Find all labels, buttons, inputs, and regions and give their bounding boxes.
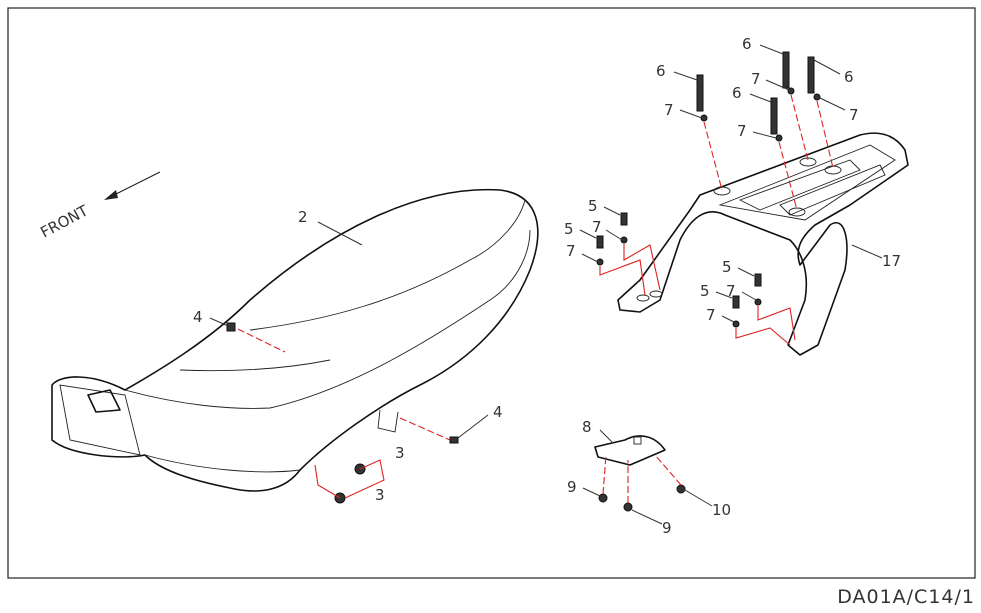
bracket [594, 435, 666, 466]
callout-5: 5 [588, 197, 598, 215]
callout-6: 6 [732, 84, 742, 102]
callout-7: 7 [726, 282, 736, 300]
callout-17: 17 [882, 252, 901, 270]
rear-carrier-rack [617, 132, 909, 356]
drawing-frame [7, 7, 976, 579]
callout-labels: 2 4 3 3 4 8 9 9 10 17 6 6 6 6 7 7 7 7 5 … [193, 35, 901, 537]
callout-7: 7 [706, 306, 716, 324]
callout-5: 5 [722, 258, 732, 276]
callout-8: 8 [582, 418, 592, 436]
callout-7: 7 [737, 122, 747, 140]
assembly-lines [237, 94, 834, 503]
callout-6: 6 [742, 35, 752, 53]
callout-7: 7 [566, 242, 576, 260]
callout-3: 3 [375, 486, 385, 504]
callout-6: 6 [656, 62, 666, 80]
callout-leaders [209, 44, 883, 525]
callout-7: 7 [849, 106, 859, 124]
callout-10: 10 [712, 501, 731, 519]
front-label: FRONT [37, 201, 91, 241]
callout-5: 5 [564, 220, 574, 238]
front-direction-indicator: FRONT [37, 171, 161, 242]
callout-4: 4 [193, 308, 203, 326]
callout-9: 9 [662, 519, 672, 537]
drawing-code: DA01A/C14/1 [837, 586, 975, 608]
seat-assembly [51, 188, 539, 492]
callout-7: 7 [592, 218, 602, 236]
callout-2: 2 [298, 208, 308, 226]
callout-9: 9 [567, 478, 577, 496]
callout-4: 4 [493, 403, 503, 421]
callout-3: 3 [395, 444, 405, 462]
callout-5: 5 [700, 282, 710, 300]
callout-7: 7 [664, 101, 674, 119]
callout-7: 7 [751, 70, 761, 88]
callout-6: 6 [844, 68, 854, 86]
